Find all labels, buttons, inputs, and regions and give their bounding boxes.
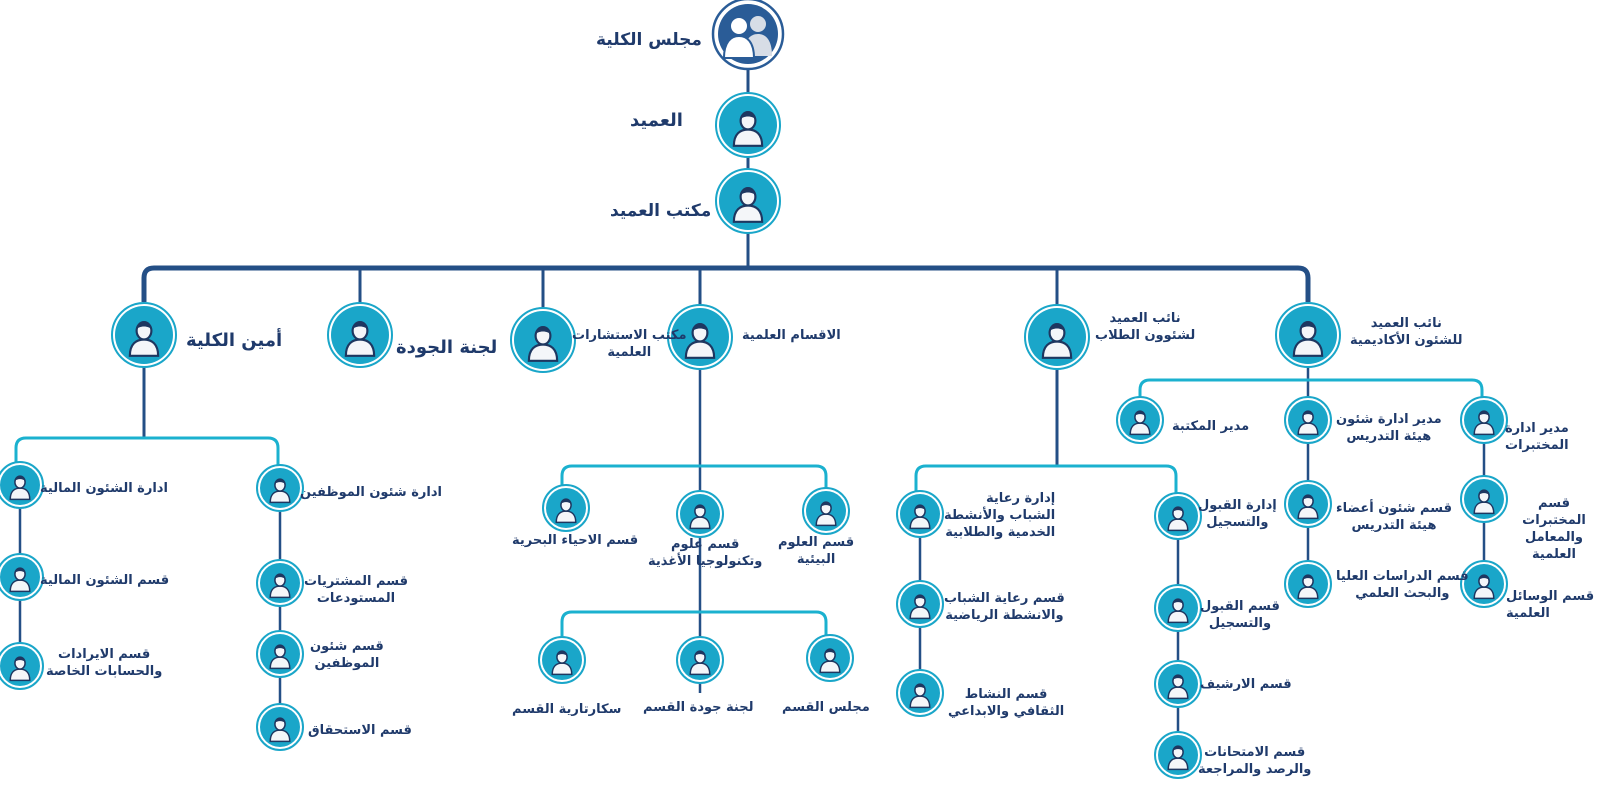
grad-dept-node	[1284, 560, 1332, 608]
library-mgr-label: مدير المكتبة	[1172, 419, 1250, 434]
members-dept-label: قسم شئون أعضاء هيئة التدريس	[1336, 501, 1452, 533]
library-mgr-node	[1116, 396, 1164, 444]
marine-dept-node	[542, 484, 590, 532]
dean-office-label: مكتب العميد	[610, 201, 712, 221]
revenue-dept-label: قسم الايرادات والحسابات الخاصة	[46, 647, 163, 679]
emp-affairs-dept-node	[256, 630, 304, 678]
emp-affairs-dept-label: قسم شئون الموظفين	[310, 639, 384, 671]
finance-dept-label: قسم الشئون المالية	[40, 573, 170, 588]
council-label: مجلس الكلية	[596, 30, 702, 50]
youth-mgmt-node	[896, 490, 944, 538]
members-dept-node	[1284, 480, 1332, 528]
dept-council-node	[806, 634, 854, 682]
scientific-depts-label: الاقسام العلمية	[742, 328, 841, 343]
vd-academic-node	[1275, 302, 1341, 368]
procurement-dept-label: قسم المشتريات المستودعات	[304, 574, 408, 606]
group-icon	[722, 16, 772, 59]
food-dept-node	[676, 490, 724, 538]
admission-dept-node	[1154, 584, 1202, 632]
admission-mgmt-node	[1154, 492, 1202, 540]
dept-quality-label: لجنة جودة القسم	[643, 700, 754, 715]
node-layer	[0, 92, 1508, 779]
dept-council-label: مجلس القسم	[782, 700, 870, 715]
secretary-node	[111, 302, 177, 368]
finance-mgmt-node	[0, 461, 44, 509]
admission-dept-label: قسم القبول والتسجيل	[1200, 599, 1280, 631]
emp-affairs-mgmt-label: ادارة شئون الموظفين	[300, 485, 442, 500]
entitlement-dept-node	[256, 703, 304, 751]
culture-dept-node	[896, 669, 944, 717]
marine-dept-label: قسم الاحياء البحرية	[512, 533, 639, 548]
secretary-label: أمين الكلية	[186, 330, 283, 351]
labs-dept-label: قسم المختبرات والمعامل العلمية	[1522, 496, 1586, 562]
dean-label: العميد	[630, 110, 683, 131]
consult-office-label: مكتب الاستشارات العلمية	[572, 328, 687, 360]
entitlement-dept-label: قسم الاستحقاق	[308, 723, 412, 738]
faculty-affairs-mgr-label: مدير ادارة شئون هيئة التدريس	[1336, 412, 1442, 444]
env-dept-label: قسم العلوم البيئية	[778, 535, 855, 567]
aids-dept-label: قسم الوسائل العلمية	[1506, 589, 1595, 621]
vd-students-node	[1024, 304, 1090, 370]
labs-mgr-node	[1460, 396, 1508, 444]
labs-mgr-label: مدير ادارة المختبرات	[1505, 421, 1569, 453]
dept-secretariat-node	[538, 636, 586, 684]
dean-node	[715, 92, 781, 158]
culture-dept-label: قسم النشاط الثقافي والابداعي	[948, 687, 1065, 719]
quality-node	[327, 302, 393, 368]
dept-secretariat-label: سكارتارية القسم	[512, 702, 622, 717]
food-dept-label: قسم علوم وتكنولوجيا الأغذية	[648, 537, 763, 569]
finance-mgmt-label: ادارة الشئون المالية	[40, 481, 168, 496]
exams-dept-label: قسم الامتحانات والرصد والمراجعة	[1198, 745, 1312, 777]
youth-sports-dept-label: قسم رعاية الشباب والانشطة الرياضية	[944, 591, 1065, 623]
exams-dept-node	[1154, 731, 1202, 779]
consult-office-node	[510, 307, 576, 373]
scientific-depts-node	[667, 304, 733, 370]
quality-label: لجنة الجودة	[396, 337, 498, 358]
aids-dept-node	[1460, 560, 1508, 608]
council-node	[711, 0, 785, 71]
labs-dept-node	[1460, 475, 1508, 523]
emp-affairs-mgmt-node	[256, 464, 304, 512]
revenue-dept-node	[0, 642, 44, 690]
grad-dept-label: قسم الدراسات العليا والبحث العلمي	[1336, 569, 1469, 601]
archive-dept-label: قسم الارشيف	[1200, 677, 1292, 692]
dept-quality-node	[676, 636, 724, 684]
youth-sports-dept-node	[896, 580, 944, 628]
admission-mgmt-label: إدارة القبول والتسجيل	[1198, 498, 1277, 530]
vd-academic-label: نائب العميد للشئون الأكاديمية	[1350, 316, 1463, 348]
finance-dept-node	[0, 553, 44, 601]
youth-mgmt-label: إدارة رعاية الشباب والأنشطة الخدمية والط…	[944, 491, 1056, 540]
vd-students-label: نائب العميد لشئوون الطلاب	[1095, 311, 1196, 343]
connector-lines-dark	[18, 64, 1486, 755]
connector-lines-light	[14, 378, 1484, 636]
dean-office-node	[715, 168, 781, 234]
archive-dept-node	[1154, 660, 1202, 708]
procurement-dept-node	[256, 559, 304, 607]
faculty-affairs-mgr-node	[1284, 396, 1332, 444]
env-dept-node	[802, 487, 850, 535]
